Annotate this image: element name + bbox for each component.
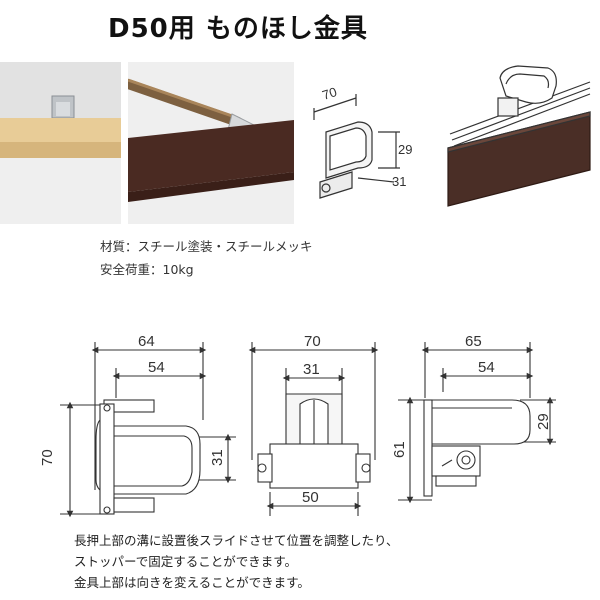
spec-safe-load: 安全荷重：10kg [100, 262, 194, 277]
photo-wood-shelf-illustration [0, 62, 121, 224]
side-inner-height-label: 31 [209, 449, 226, 466]
note-line-3: 金具上部は向きを変えることができます。 [74, 575, 310, 590]
note-line-1: 長押上部の溝に設置後スライドさせて位置を調整したり、 [74, 533, 399, 548]
note-line-2: ストッパーで固定することができます。 [74, 554, 298, 569]
front-base-width-label: 50 [302, 489, 319, 506]
spec-material: 材質：スチール塗装・スチールメッキ [100, 239, 313, 254]
product-photo-dark-shelf [128, 62, 294, 224]
front-view [248, 342, 379, 516]
right-inner-width-label: 54 [478, 359, 495, 376]
iso-width-label: 70 [320, 84, 338, 103]
iso-height-label: 29 [398, 142, 412, 157]
iso-depth-label: 31 [392, 174, 406, 189]
side-total-width-label: 64 [138, 333, 155, 350]
right-height-label: 61 [391, 441, 408, 458]
front-top-width-label: 70 [304, 333, 321, 350]
side-inner-width-label: 54 [148, 359, 165, 376]
photo-dark-shelf-illustration [128, 62, 294, 224]
technical-drawings: 64 54 70 31 70 31 50 [39, 333, 556, 518]
page-title: D50用 ものほし金具 [108, 14, 368, 44]
right-total-width-label: 65 [465, 333, 482, 350]
right-top-height-label: 29 [535, 413, 552, 430]
isometric-bracket-drawing: 70 29 31 [313, 84, 412, 199]
installation-illustration [447, 65, 591, 207]
product-photo-wood-shelf [0, 62, 121, 224]
right-view [398, 342, 556, 504]
side-height-label: 70 [39, 449, 56, 466]
front-slot-width-label: 31 [303, 361, 320, 378]
side-view [60, 342, 236, 518]
